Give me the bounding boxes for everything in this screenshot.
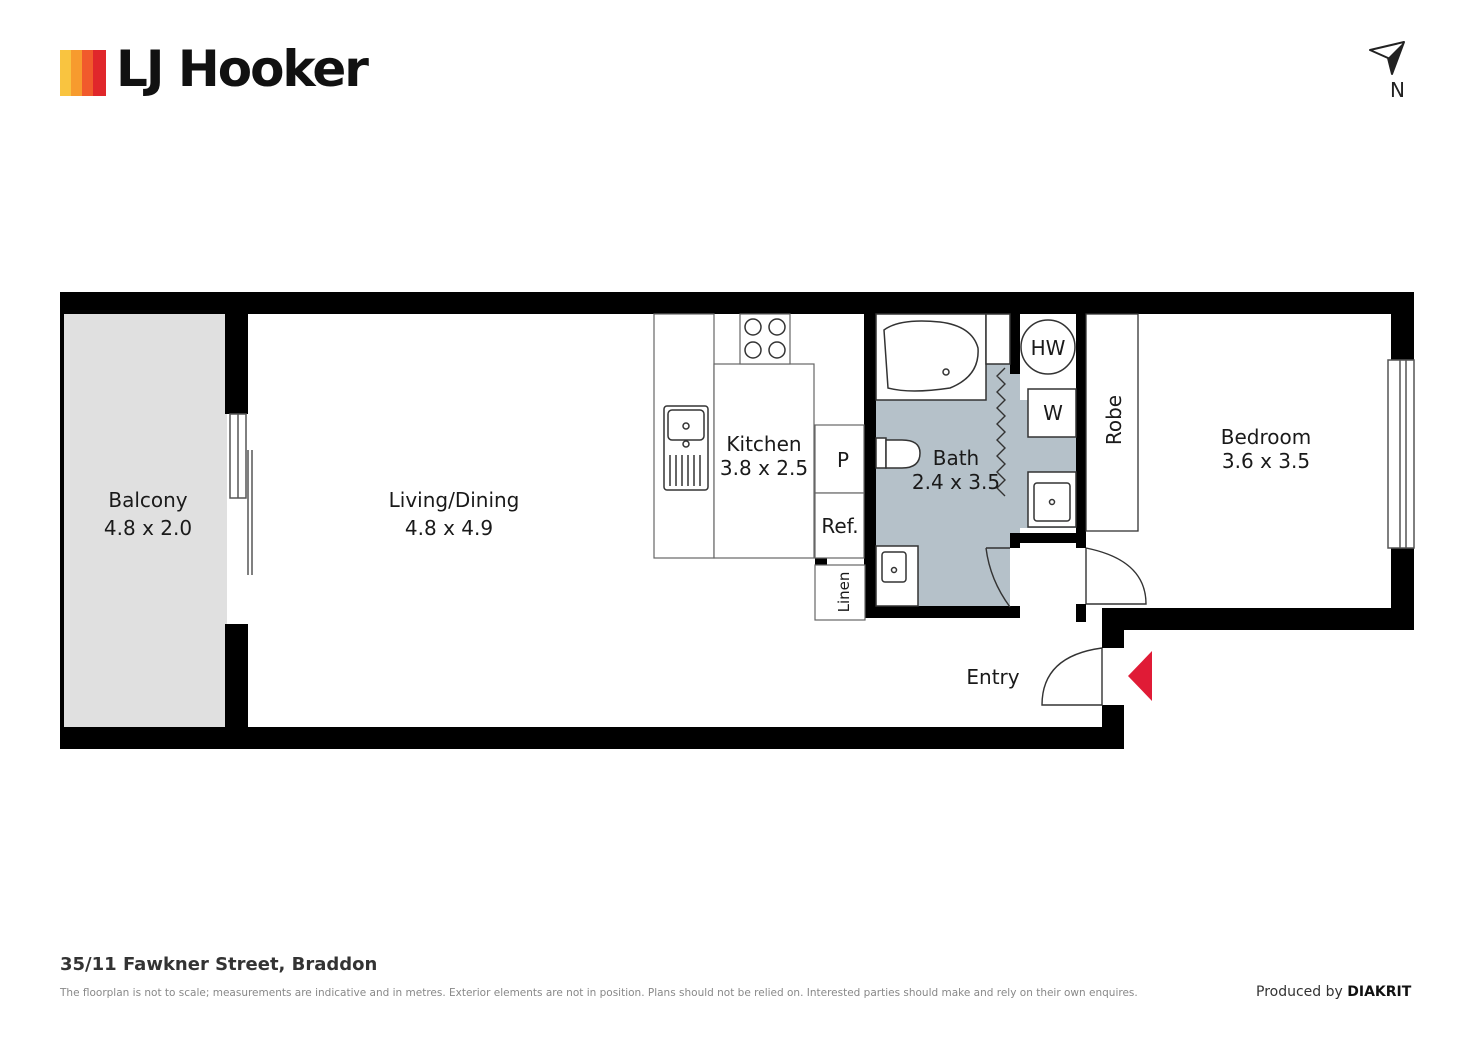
laundry-units (1020, 319, 1077, 528)
hot-water-label: HW (1030, 336, 1066, 360)
north-arrow-icon (1369, 41, 1405, 75)
room-bedroom-name: Bedroom (1220, 425, 1312, 449)
produced-by: Produced by DIAKRIT (1256, 984, 1411, 1000)
pantry-label: P (836, 448, 850, 472)
balcony-door (229, 413, 253, 575)
brand-name: LJ Hooker (116, 40, 369, 98)
north-compass: N (1366, 40, 1410, 104)
bathtub-icon (875, 313, 1011, 401)
fridge-label: Ref. (821, 514, 859, 538)
robe-unit (1085, 313, 1139, 532)
room-balcony: Balcony 4.8 x 2.0 (104, 488, 192, 540)
door-swings (985, 547, 1147, 706)
robe-label: Robe (1102, 394, 1126, 446)
property-address: 35/11 Fawkner Street, Braddon (60, 954, 378, 975)
bedroom-window (1387, 359, 1415, 549)
room-living-name: Living/Dining (388, 488, 520, 512)
kitchen-sink-icon (663, 405, 709, 491)
room-bath-size: 2.4 x 3.5 (911, 470, 1001, 494)
room-kitchen: Kitchen 3.8 x 2.5 (720, 432, 808, 480)
room-living-size: 4.8 x 4.9 (404, 516, 494, 540)
room-bath: Bath 2.4 x 3.5 (912, 446, 1000, 494)
washer-label: W (1043, 401, 1063, 425)
produced-by-prefix: Produced by (1256, 984, 1343, 1000)
room-bedroom: Bedroom 3.6 x 3.5 (1221, 425, 1311, 473)
compass-label: N (1390, 78, 1405, 102)
shower-screen (996, 367, 1006, 497)
room-living: Living/Dining 4.8 x 4.9 (389, 488, 520, 540)
cooktop-icon (744, 318, 786, 359)
room-entry-name: Entry (966, 665, 1020, 689)
balcony-floor (62, 312, 227, 727)
toilet-icon (875, 437, 921, 469)
producer-brand: DIAKRIT (1347, 984, 1412, 1000)
room-balcony-name: Balcony (108, 488, 188, 512)
room-bath-name: Bath (932, 446, 980, 470)
room-kitchen-name: Kitchen (726, 432, 802, 456)
disclaimer-text: The floorplan is not to scale; measureme… (60, 987, 1138, 999)
walls (60, 292, 1414, 749)
room-bedroom-size: 3.6 x 3.5 (1221, 449, 1311, 473)
room-balcony-size: 4.8 x 2.0 (103, 516, 193, 540)
vanity-basin-icon (875, 545, 919, 607)
room-entry: Entry (966, 665, 1019, 689)
linen-label: Linen (835, 571, 853, 613)
logo-mark-icon (60, 50, 106, 96)
entry-marker-icon (1128, 651, 1152, 701)
room-kitchen-size: 3.8 x 2.5 (719, 456, 809, 480)
